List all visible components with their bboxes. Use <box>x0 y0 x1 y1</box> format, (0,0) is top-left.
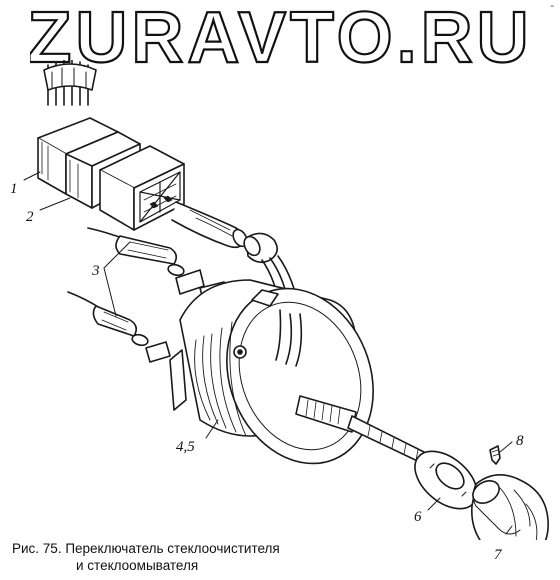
callout-1: 1 <box>10 181 18 197</box>
callout-8: 8 <box>516 433 524 449</box>
terminal-sleeve-lower <box>67 291 149 347</box>
callout-6: 6 <box>414 509 422 525</box>
callout-7: 7 <box>494 547 502 563</box>
socket-housing <box>99 145 185 231</box>
callout-4-5: 4,5 <box>176 439 195 455</box>
caption-line-1: Рис. 75. Переключатель стеклоочистителя <box>12 541 280 556</box>
callout-2: 2 <box>26 209 34 225</box>
watermark-logo: ZURAVTO.RU <box>30 4 530 74</box>
terminal-sleeve-upper <box>87 227 185 277</box>
wire-bundle-top <box>43 60 97 106</box>
switch-drawing <box>23 60 549 540</box>
caption-line-2: и стеклоомывателя <box>76 558 199 573</box>
screw <box>489 445 501 465</box>
knob <box>471 474 549 540</box>
cable-sheath-lower <box>243 232 301 315</box>
figure-caption: Рис. 75. Переключатель стеклоочистителя … <box>12 540 342 574</box>
corner-mark: - <box>550 0 554 12</box>
washer <box>414 450 478 510</box>
cable-sheath <box>171 201 248 249</box>
callout-3: 3 <box>92 263 100 279</box>
watermark-text: ZURAVTO.RU <box>30 4 530 74</box>
switch-body <box>169 279 374 465</box>
leader-lines <box>23 171 513 535</box>
body-wires <box>275 309 303 367</box>
